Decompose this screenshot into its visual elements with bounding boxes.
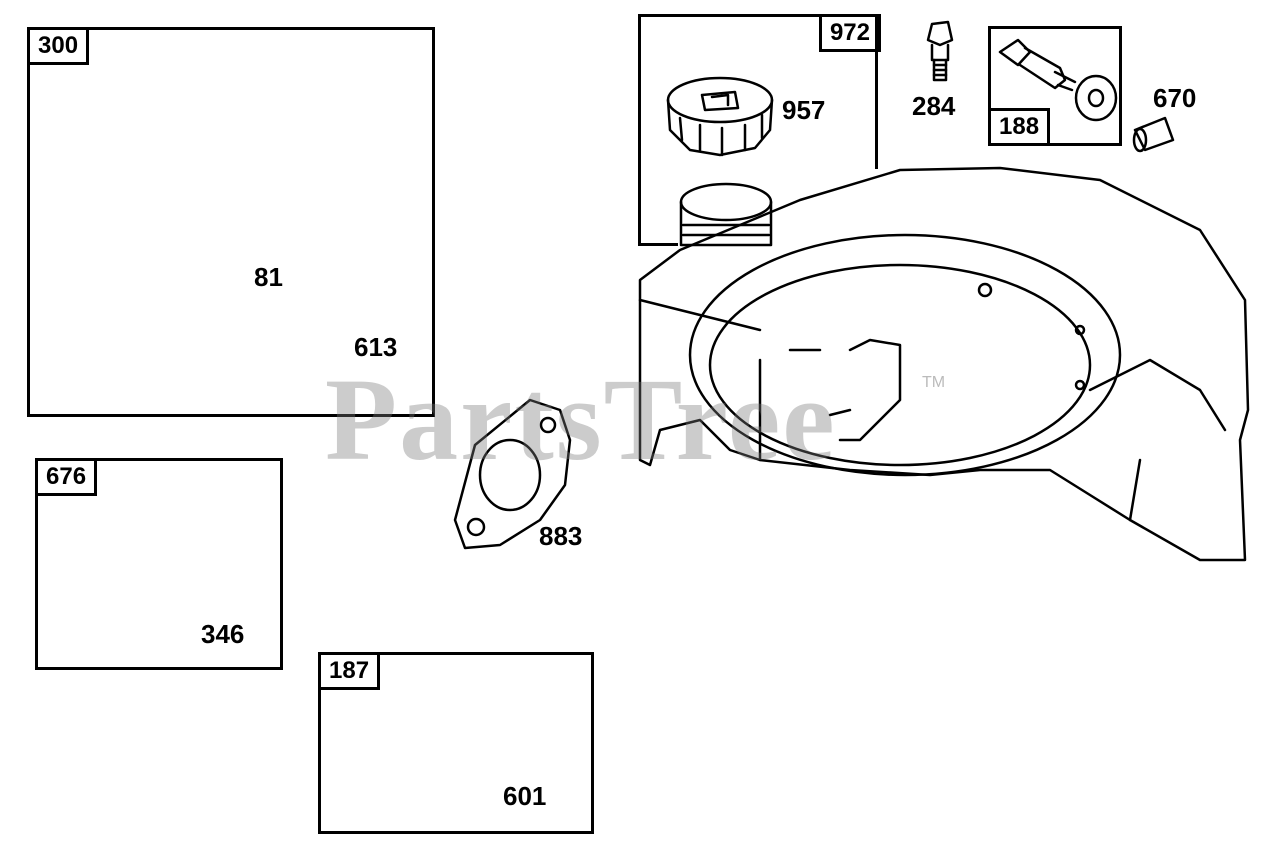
box-188-tag: 188 <box>988 108 1051 146</box>
fuel-tank-part <box>638 166 1250 562</box>
box-972: 972 <box>638 14 881 246</box>
label-883: 883 <box>539 521 583 551</box>
label-81: 81 <box>254 262 283 292</box>
box-676-tag: 676 <box>35 458 98 496</box>
box-676: 676 <box>35 458 283 670</box>
box-300: 300 <box>27 27 435 417</box>
fuel-cap-957-part <box>666 76 774 157</box>
gasket-883-part <box>453 398 572 550</box>
washer-part <box>1074 74 1118 122</box>
bolt-284-part <box>926 20 954 82</box>
shoulder-bolt-188-part <box>998 38 1077 92</box>
box-972-tag: 972 <box>818 14 881 52</box>
watermark: PartsTree <box>325 354 837 485</box>
box-972-right-edge <box>875 14 878 169</box>
label-346: 346 <box>201 619 245 649</box>
box-972-bottom-edge <box>638 243 678 246</box>
label-613: 613 <box>354 332 398 362</box>
label-670: 670 <box>1153 83 1197 113</box>
box-187: 187 <box>318 652 594 834</box>
label-957: 957 <box>782 95 826 125</box>
box-187-tag: 187 <box>318 652 381 690</box>
box-300-tag: 300 <box>27 27 90 65</box>
watermark-trademark: TM <box>922 374 946 391</box>
label-284: 284 <box>912 91 956 121</box>
box-188: 188 <box>988 26 1122 146</box>
label-601: 601 <box>503 781 547 811</box>
spacer-670-part <box>1132 116 1175 153</box>
